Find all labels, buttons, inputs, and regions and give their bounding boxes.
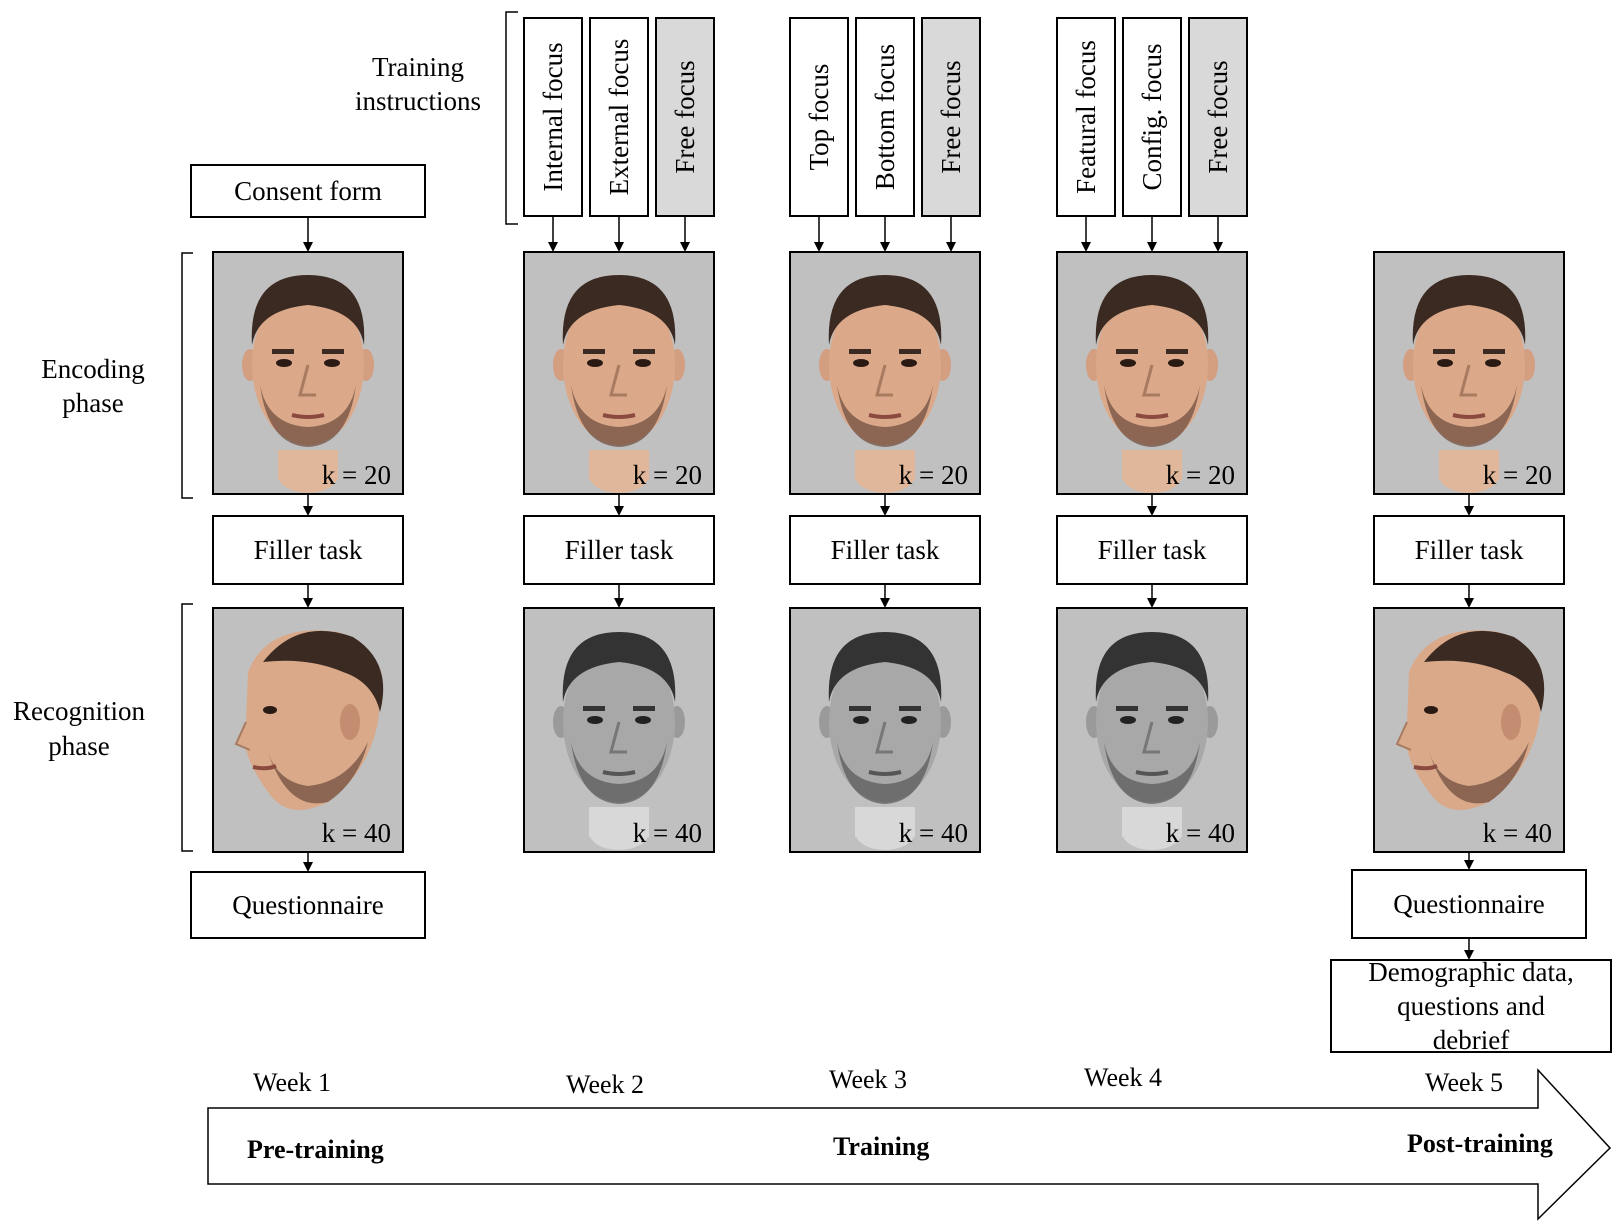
recognition-panel-week-1-k-label: k = 40 [322,818,391,848]
recognition-panel-week-4-k-label: k = 40 [1166,818,1235,848]
questionnaire-box-week-1-text: Questionnaire [232,890,383,920]
week-label: Week 1 [253,1068,331,1097]
filler-task-box-text: Filler task [565,535,674,565]
recognition-panel-week-5: k = 40 [1373,607,1565,853]
encoding-panel-week-5: k = 20 [1373,251,1565,495]
training-instruction-box: Free focus [655,17,715,217]
training-instruction-text: Free focus [670,60,700,173]
recognition-panel-week-3-k-label: k = 40 [899,818,968,848]
encoding-panel-week-1: k = 20 [212,251,404,495]
recognition-bracket [181,603,193,852]
questionnaire-box-week-5-frame [1351,869,1587,939]
questionnaire-box-week-1-frame [190,871,426,939]
week-label: Week 2 [566,1070,644,1099]
encoding-panel-week-5-k-label: k = 20 [1483,460,1552,490]
training-instruction-text: Top focus [804,64,834,171]
demographic-box: Demographic data, questions and debrief [1330,957,1612,1055]
demographic-box-text: debrief [1433,1025,1509,1055]
filler-task-box: Filler task [1373,515,1565,585]
training-instructions-label-line1: Training [372,52,464,82]
recognition-panel-week-3: k = 40 [789,607,981,853]
stage-label: Post-training [1407,1129,1553,1158]
encoding-panel-week-3: k = 20 [789,251,981,495]
filler-task-box-text: Filler task [254,535,363,565]
filler-task-box-text: Filler task [1415,535,1524,565]
stage-label: Pre-training [247,1135,384,1164]
encoding-phase-label-line1: Encoding [41,354,144,384]
training-instruction-frame [655,17,715,217]
encoding-panel-week-3-k-label: k = 20 [899,460,968,490]
demographic-box-text: questions and [1397,991,1545,1021]
training-instruction-text: Internal focus [538,42,568,191]
recognition-panel-week-4: k = 40 [1056,607,1248,853]
training-instruction-text: Free focus [936,60,966,173]
training-instruction-box: External focus [589,17,649,217]
training-instruction-frame [789,17,849,217]
filler-task-box-text: Filler task [1098,535,1207,565]
recognition-panel-week-2: k = 40 [523,607,715,853]
stage-label: Training [833,1132,929,1161]
week-label: Week 4 [1084,1063,1162,1092]
recognition-panel-week-5-k-label: k = 40 [1483,818,1552,848]
week-label: Week 3 [829,1065,907,1094]
filler-task-box-frame [1056,515,1248,585]
training-instruction-frame [855,17,915,217]
questionnaire-box-week-5-text: Questionnaire [1393,889,1544,919]
questionnaire-box-week-5: Questionnaire [1351,869,1587,939]
training-instruction-box: Free focus [1188,17,1248,217]
training-instruction-text: Free focus [1203,60,1233,173]
consent-form-box-text: Consent form [234,176,382,206]
recognition-panel-week-2-k-label: k = 40 [633,818,702,848]
encoding-phase-label-line2: phase [62,388,123,418]
recognition-phase-label-line1: Recognition [13,696,145,726]
filler-task-box-frame [1373,515,1565,585]
encoding-bracket [181,252,193,499]
filler-task-box: Filler task [523,515,715,585]
filler-task-box-frame [789,515,981,585]
training-instruction-box: Internal focus [523,17,583,217]
filler-task-box: Filler task [789,515,981,585]
training-instruction-frame [921,17,981,217]
training-bracket [505,11,518,225]
training-instruction-box: Config. focus [1122,17,1182,217]
filler-task-box: Filler task [212,515,404,585]
training-instruction-text: Config. focus [1137,44,1167,191]
demographic-box-frame [1330,959,1612,1053]
filler-task-box: Filler task [1056,515,1248,585]
training-instruction-box: Free focus [921,17,981,217]
encoding-panel-week-1-k-label: k = 20 [322,460,391,490]
training-instruction-box: Top focus [789,17,849,217]
recognition-panel-week-1: k = 40 [212,607,404,853]
training-instruction-box: Featural focus [1056,17,1116,217]
encoding-panel-week-2: k = 20 [523,251,715,495]
training-instruction-box: Bottom focus [855,17,915,217]
encoding-panel-week-2-k-label: k = 20 [633,460,702,490]
training-instruction-frame [589,17,649,217]
training-instruction-frame [1188,17,1248,217]
consent-form-box: Consent form [190,164,426,218]
training-instruction-text: Bottom focus [870,44,900,190]
recognition-phase-label-line2: phase [48,731,109,761]
training-instruction-text: External focus [604,39,634,196]
training-instruction-text: Featural focus [1071,40,1101,194]
filler-task-box-text: Filler task [831,535,940,565]
encoding-panel-week-4-k-label: k = 20 [1166,460,1235,490]
week-label: Week 5 [1425,1068,1503,1097]
encoding-panel-week-4: k = 20 [1056,251,1248,495]
questionnaire-box-week-1: Questionnaire [190,871,426,939]
training-instructions-label-line2: instructions [355,86,481,116]
demographic-box-text: Demographic data, [1368,957,1573,987]
timeline-arrow [207,1068,1612,1221]
filler-task-box-frame [212,515,404,585]
